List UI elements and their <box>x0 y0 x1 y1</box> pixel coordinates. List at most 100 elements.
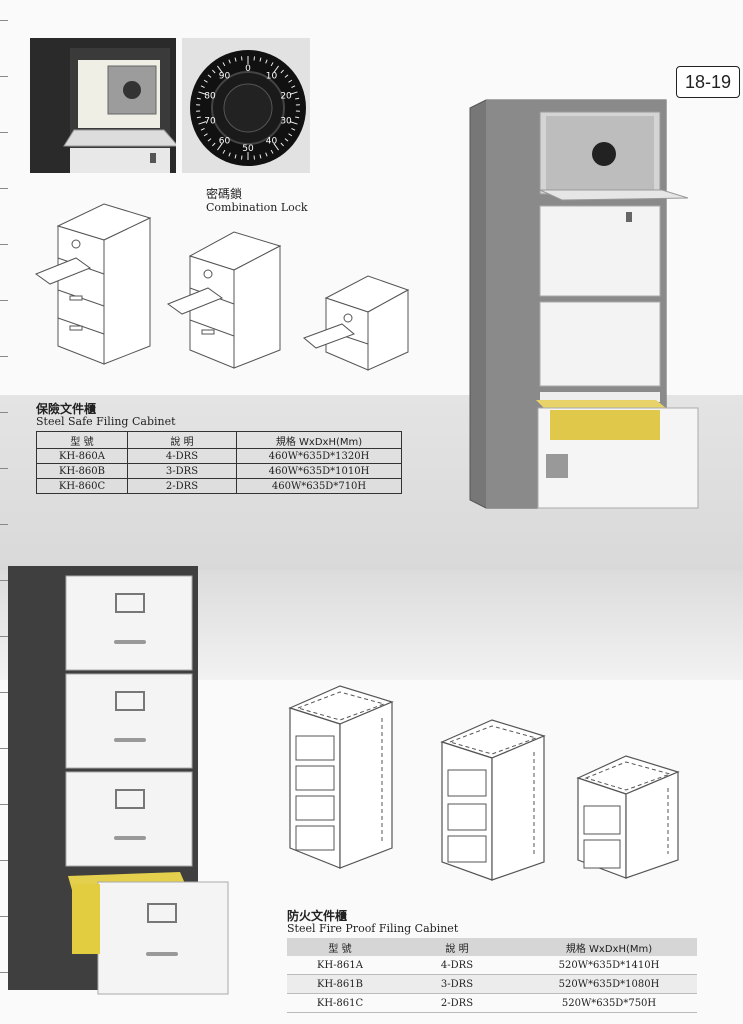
fireproof-cabinet-title-zh: 防火文件櫃 <box>287 909 348 923</box>
dial-tick <box>291 127 296 131</box>
safe-drawer-photo <box>30 38 176 173</box>
dial-tick <box>280 69 284 74</box>
dial-number: 40 <box>266 136 278 146</box>
binder-tick <box>0 76 8 77</box>
dial-tick <box>265 152 268 157</box>
dial-tick <box>196 97 201 100</box>
binder-tick <box>0 300 8 301</box>
fireproof-cabinet-spec-table: 型 號 說 明 規格 WxDxH(Mm) KH-861A 4-DRS 520W*… <box>287 938 697 1013</box>
dial-number: 80 <box>204 92 216 102</box>
spec-cell: 520W*635D*750H <box>521 993 697 1013</box>
table-row: KH-861C 2-DRS 520W*635D*750H <box>287 993 697 1013</box>
binder-tick <box>0 804 8 805</box>
dial-tick <box>207 138 212 142</box>
dial-number: 70 <box>204 116 216 126</box>
binder-tick <box>0 860 8 861</box>
binder-tick <box>0 916 8 917</box>
binder-tick <box>0 972 8 973</box>
drawers-cell: 2-DRS <box>127 478 237 494</box>
binder-tick <box>0 636 8 637</box>
dial-tick <box>222 62 226 67</box>
dial-tick <box>284 138 289 142</box>
drawers-cell: 2-DRS <box>393 993 521 1013</box>
page-number: 18-19 <box>676 66 740 98</box>
dial-tick <box>203 79 208 83</box>
dial-tick <box>288 133 293 137</box>
binder-tick <box>0 132 8 133</box>
header-model: 型 號 <box>287 938 393 956</box>
dial-tick <box>212 142 216 147</box>
fireproof-cabinet-title-en: Steel Fire Proof Filing Cabinet <box>287 922 459 935</box>
spec-cell: 520W*635D*1410H <box>521 956 697 975</box>
spec-cell: 460W*635D*710H <box>236 478 402 494</box>
binder-tick <box>0 20 8 21</box>
model-cell: KH-860B <box>36 463 128 479</box>
dial-tick <box>234 57 237 62</box>
binder-tick <box>0 412 8 413</box>
binder-tick <box>0 692 8 693</box>
dial-tick <box>295 116 300 119</box>
dial-tick <box>207 74 212 78</box>
model-cell: KH-860A <box>36 448 128 464</box>
table-row: KH-860C 2-DRS 460W*635D*710H <box>36 478 402 494</box>
table-row: KH-861B 3-DRS 520W*635D*1080H <box>287 974 697 994</box>
dial-tick <box>198 121 207 125</box>
spec-cell: 460W*635D*1320H <box>236 448 402 464</box>
safe-drawer-illustration <box>63 48 176 173</box>
dial-tick <box>295 97 300 100</box>
header-description: 說 明 <box>127 431 237 449</box>
spec-cell: 520W*635D*1080H <box>521 974 697 994</box>
dial-tick <box>265 59 268 64</box>
dial-number: 30 <box>280 116 292 126</box>
dial-tick <box>203 133 208 137</box>
combination-lock-label-zh: 密碼鎖 <box>206 187 243 201</box>
binder-tick <box>0 188 8 189</box>
model-cell: KH-861C <box>287 993 393 1013</box>
dial-tick <box>200 127 205 131</box>
safe-cabinet-title-zh: 保險文件櫃 <box>36 402 97 416</box>
dial-tick <box>259 57 262 62</box>
dial-tick <box>289 91 298 95</box>
dial-number: 10 <box>266 72 278 82</box>
binder-tick <box>0 748 8 749</box>
drawers-cell: 3-DRS <box>393 974 521 994</box>
drawers-cell: 3-DRS <box>127 463 237 479</box>
dial-number: 0 <box>245 64 251 74</box>
safe-cabinet-4drs-drawing <box>34 203 152 365</box>
table-row: KH-860A 4-DRS 460W*635D*1320H <box>36 448 402 464</box>
dial-number: 60 <box>219 136 231 146</box>
binder-tick <box>0 524 8 525</box>
header-description: 說 明 <box>393 938 521 956</box>
dial-number: 90 <box>219 72 231 82</box>
safe-cabinet-spec-table: 型 號 說 明 規格 WxDxH(Mm) KH-860A 4-DRS 460W*… <box>36 431 402 494</box>
safe-cabinet-2drs-drawing <box>303 275 410 371</box>
safe-cabinet-title-en: Steel Safe Filing Cabinet <box>36 415 176 428</box>
table-header-row: 型 號 說 明 規格 WxDxH(Mm) <box>287 938 697 956</box>
dial-tick <box>270 62 274 67</box>
dial-tick <box>284 74 289 78</box>
model-cell: KH-861B <box>287 974 393 994</box>
drawers-cell: 4-DRS <box>393 956 521 975</box>
dial-tick <box>280 142 284 147</box>
dial-tick <box>200 85 205 89</box>
dial-tick <box>253 155 256 160</box>
binder-edge <box>0 0 10 1024</box>
dial-tick <box>240 155 243 160</box>
dial-tick <box>228 152 231 157</box>
fireproof-cabinet-3drs-drawing <box>440 719 546 881</box>
dial-tick <box>196 116 201 119</box>
spec-cell: 460W*635D*1010H <box>236 463 402 479</box>
table-row: KH-860B 3-DRS 460W*635D*1010H <box>36 463 402 479</box>
model-cell: KH-860C <box>36 478 128 494</box>
dial-tick <box>273 65 279 73</box>
header-spec: 規格 WxDxH(Mm) <box>236 431 402 449</box>
header-model: 型 號 <box>36 431 128 449</box>
dial-tick <box>288 79 293 83</box>
binder-tick <box>0 356 8 357</box>
dial-tick <box>240 56 243 61</box>
dial-tick <box>217 143 223 151</box>
safe-cabinet-3drs-drawing <box>166 231 282 369</box>
binder-tick <box>0 244 8 245</box>
dial-tick <box>291 85 296 89</box>
